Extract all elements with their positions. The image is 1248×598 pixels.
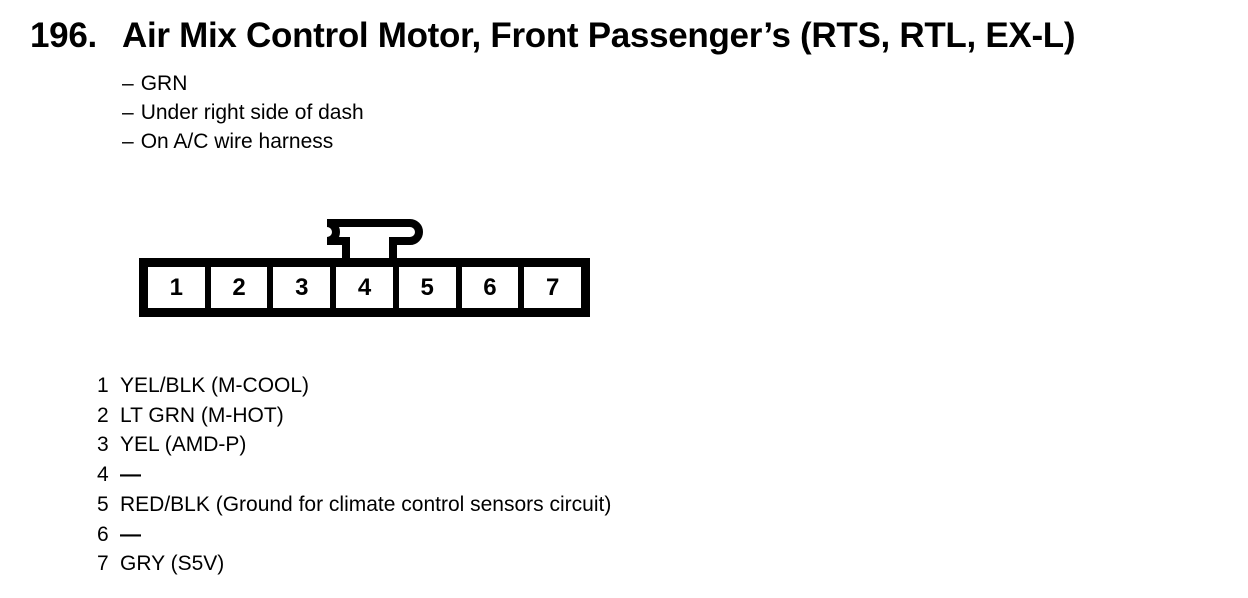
pin-legend-row: 1 YEL/BLK (M-COOL) [97, 371, 611, 401]
pin-legend: 1 YEL/BLK (M-COOL) 2 LT GRN (M-HOT) 3 YE… [97, 371, 611, 579]
pin-wire-label: YEL (AMD-P) [120, 433, 247, 457]
pin-number: 2 [97, 403, 109, 427]
connector-pin-5: 5 [398, 267, 456, 308]
pin-number: 1 [97, 374, 109, 397]
item-title: Air Mix Control Motor, Front Passenger’s… [122, 16, 1076, 55]
note-harness: –On A/C wire harness [122, 128, 364, 157]
connector-pin-1: 1 [148, 267, 205, 308]
pin-number: 7 [97, 552, 109, 576]
pin-wire-label: YEL/BLK (M-COOL) [120, 374, 310, 397]
pin-wire-label: GRY (S5V) [120, 552, 225, 576]
dash-bullet: – [122, 72, 134, 95]
pin-legend-row: 5 RED/BLK (Ground for climate control se… [97, 490, 611, 520]
pin-wire-label: LT GRN (M-HOT) [120, 403, 284, 427]
note-text: On A/C wire harness [140, 129, 334, 153]
pin-legend-row: 4 — [97, 460, 611, 490]
dash-bullet: – [122, 100, 134, 124]
connector-pin-7: 7 [524, 267, 582, 308]
pin-wire-label: — [120, 522, 141, 546]
location-notes: –GRN –Under right side of dash –On A/C w… [122, 70, 364, 156]
dash-bullet: – [122, 129, 134, 153]
note-text: GRN [140, 72, 188, 95]
pin-number: 3 [97, 433, 109, 457]
pin-legend-row: 2 LT GRN (M-HOT) [97, 401, 611, 431]
pin-wire-label: — [120, 463, 141, 487]
pin-legend-row: 6 — [97, 520, 611, 550]
pin-legend-row: 3 YEL (AMD-P) [97, 430, 611, 460]
pin-legend-row: 7 GRY (S5V) [97, 549, 611, 579]
connector-pin-2: 2 [210, 267, 268, 308]
item-number: 196. [30, 16, 97, 55]
pin-number: 4 [97, 463, 109, 487]
connector-body: 1 2 3 4 5 6 7 [139, 258, 590, 317]
connector-pin-6: 6 [461, 267, 519, 308]
note-location: –Under right side of dash [122, 99, 364, 128]
note-text: Under right side of dash [140, 100, 364, 124]
page-title: 196. Air Mix Control Motor, Front Passen… [30, 14, 1076, 58]
note-wire-color: –GRN [122, 70, 364, 99]
pin-number: 6 [97, 522, 109, 546]
pin-wire-label: RED/BLK (Ground for climate control sens… [120, 492, 612, 516]
pin-number: 5 [97, 492, 109, 516]
connector-pin-3: 3 [273, 267, 331, 308]
connector-pin-4: 4 [336, 267, 393, 308]
